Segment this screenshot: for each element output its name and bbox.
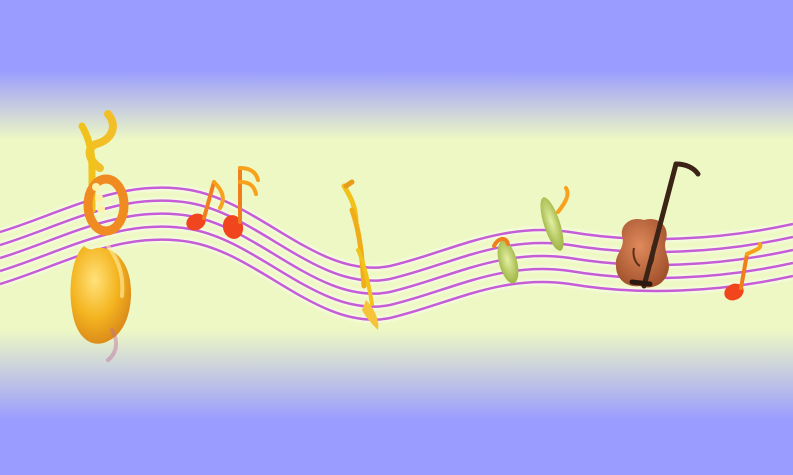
staff-line <box>0 238 793 321</box>
